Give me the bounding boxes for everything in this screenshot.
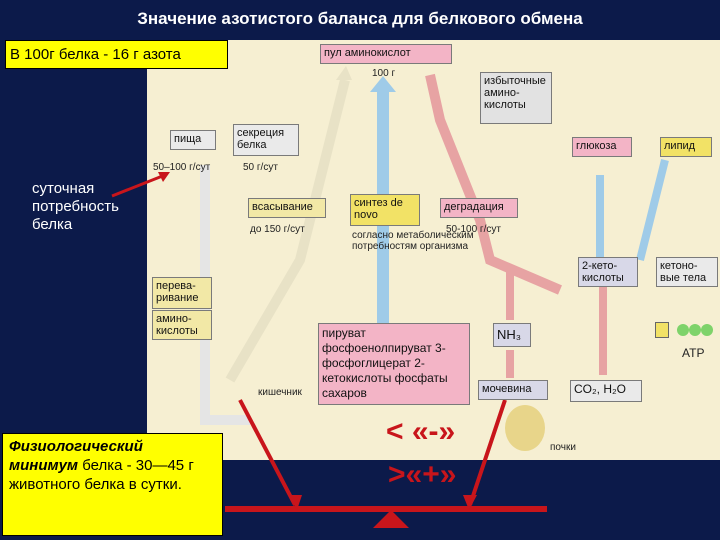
ketoacids-box: 2-кето- кислоты bbox=[578, 257, 638, 287]
positive-balance-sign: >«+» bbox=[388, 458, 457, 491]
absorption-amount: до 150 г/сут bbox=[250, 224, 305, 235]
minimum-bold: Физиологический минимум bbox=[9, 438, 143, 474]
atp-icon bbox=[655, 322, 715, 342]
need-pointer-arrow bbox=[111, 173, 166, 198]
secretion-box: секреция белка bbox=[233, 124, 299, 156]
minus-arrowhead bbox=[288, 495, 302, 510]
atp-label: ATP bbox=[682, 346, 705, 360]
plus-arrowhead bbox=[463, 495, 477, 510]
excess-box: избыточные амино- кислоты bbox=[480, 72, 552, 124]
synthesis-arrowhead bbox=[370, 76, 396, 92]
absorption-box: всасывание bbox=[248, 198, 326, 218]
degradation-amount: 50-100 г/сут bbox=[446, 224, 501, 235]
digestion-box: перева- ривание bbox=[152, 277, 212, 309]
negative-balance-sign: < «-» bbox=[386, 415, 456, 448]
nitrogen-note: В 100г белка - 16 г азота bbox=[5, 40, 228, 69]
absorption-arrowhead bbox=[336, 66, 352, 80]
aminoacids-box: амино- кислоты bbox=[152, 310, 212, 340]
plus-arrow bbox=[468, 399, 507, 506]
degradation-box: деградация bbox=[440, 198, 518, 218]
ketogenesis-arrow bbox=[636, 159, 669, 261]
slide-title: Значение азотистого баланса для белковог… bbox=[137, 9, 583, 28]
absorption-arrow bbox=[225, 78, 350, 383]
daily-need-label: суточная потребность белка bbox=[32, 180, 119, 233]
glucose-box: глюкоза bbox=[572, 137, 632, 157]
secretion-amount: 50 г/сут bbox=[243, 162, 278, 173]
minus-arrow bbox=[238, 399, 297, 506]
kidneys-label: почки bbox=[550, 442, 576, 453]
food-box: пища bbox=[170, 130, 216, 150]
balance-fulcrum bbox=[373, 510, 409, 528]
co2-box: CO₂, H₂O bbox=[570, 380, 642, 402]
precursors-box: пируват фосфоенолпируват 3-фосфоглицерат… bbox=[318, 323, 470, 405]
minimum-box: Физиологический минимум белка - 30—45 г … bbox=[2, 433, 223, 536]
nh3-box: NH₃ bbox=[493, 323, 531, 347]
kidney-icon bbox=[505, 405, 545, 451]
pool-amount: 100 г bbox=[372, 68, 396, 79]
intestine-flow-arrow bbox=[200, 165, 250, 425]
urea-box: мочевина bbox=[478, 380, 548, 400]
minimum-rest: белка - 30—45 г животного белка в сутки. bbox=[9, 457, 194, 493]
ketone-box: кетоно- вые тела bbox=[656, 257, 718, 287]
pool-box: пул аминокислот bbox=[320, 44, 452, 64]
intestine-label: кишечник bbox=[258, 387, 302, 398]
need-pointer-head bbox=[158, 172, 170, 182]
lipid-box: липид bbox=[660, 137, 712, 157]
food-amount: 50–100 г/сут bbox=[153, 162, 211, 173]
synthesis-note: согласно метаболическим потребностям орг… bbox=[352, 230, 474, 252]
balance-beam bbox=[225, 506, 547, 512]
synthesis-box: синтез de novo bbox=[350, 194, 420, 226]
